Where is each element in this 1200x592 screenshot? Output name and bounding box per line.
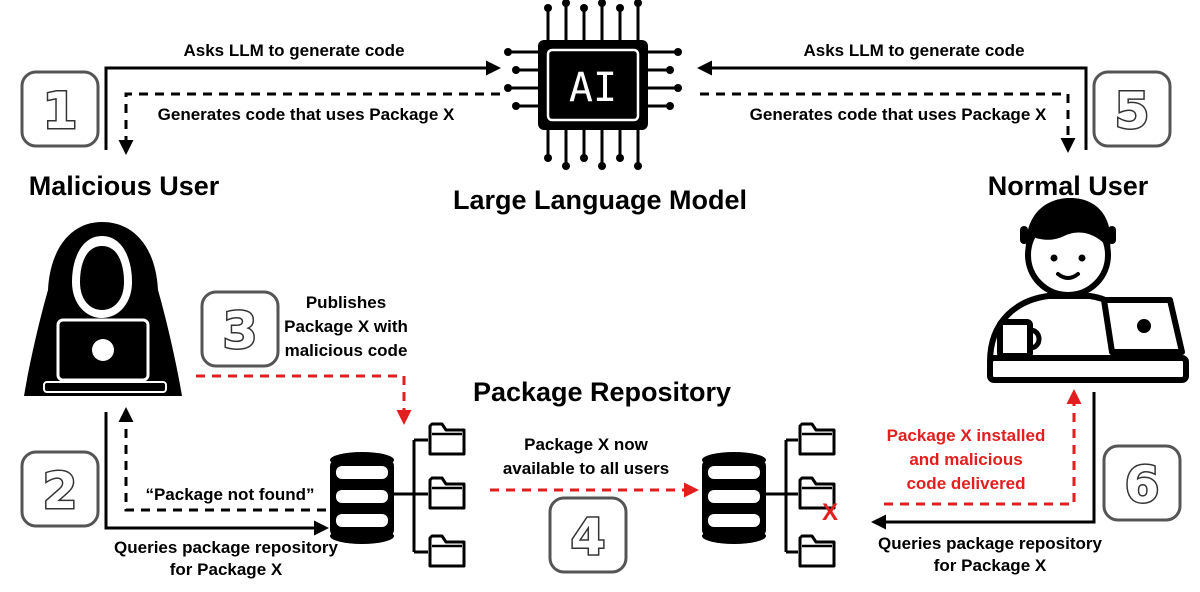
label-query-left-line1: Queries package repository: [114, 538, 338, 557]
malicious-user-title: Malicious User: [29, 171, 220, 201]
arrow-publish: [196, 374, 412, 425]
folder-icon: [428, 422, 466, 456]
folder-icon: [798, 534, 836, 568]
normal-user-title: Normal User: [988, 171, 1149, 201]
repository-title: Package Repository: [473, 377, 731, 407]
label-installed-line2: and malicious: [909, 450, 1022, 469]
label-query-right-line1: Queries package repository: [878, 534, 1102, 553]
label-available-line2: available to all users: [503, 459, 669, 478]
folder-icon: [798, 422, 836, 456]
step-number: 4: [571, 508, 606, 566]
arrow-generates-right: [700, 92, 1076, 153]
label-not-found: “Package not found”: [145, 485, 314, 504]
hacker-icon: [24, 222, 182, 396]
arrow-query-right: [871, 392, 1096, 530]
label-installed-line3: code delivered: [906, 474, 1025, 493]
step-box-5: 5: [1092, 70, 1172, 148]
folder-icon: [428, 476, 466, 510]
repository-db-icon-right: [702, 452, 766, 544]
llm-title: Large Language Model: [453, 185, 747, 215]
arrow-ask-llm-left: [104, 60, 501, 150]
step-box-4: 4: [548, 496, 628, 574]
step-number: 6: [1125, 456, 1160, 514]
step-number: 2: [43, 462, 78, 520]
step-number: 1: [43, 82, 78, 140]
label-generates-right: Generates code that uses Package X: [750, 105, 1047, 124]
label-query-right-line2: for Package X: [934, 556, 1047, 575]
repository-db-icon-left: [330, 452, 394, 544]
folder-icon: [428, 534, 466, 568]
label-ask-llm-left: Asks LLM to generate code: [183, 41, 404, 60]
step-box-2: 2: [20, 450, 100, 528]
step-box-3: 3: [200, 290, 280, 368]
arrow-not-found: [118, 407, 326, 512]
label-installed-line1: Package X installed: [887, 426, 1046, 445]
infected-mark: X: [822, 499, 838, 526]
arrow-query-left: [104, 412, 329, 536]
label-ask-llm-right: Asks LLM to generate code: [803, 41, 1024, 60]
ai-chip-text: AI: [569, 65, 617, 111]
label-publish-line1: Publishes: [306, 293, 386, 312]
step-box-1: 1: [20, 70, 100, 148]
label-query-left-line2: for Package X: [170, 560, 283, 579]
repository-tree-right: [766, 438, 798, 554]
label-publish-line3: malicious code: [285, 341, 408, 360]
step-number: 5: [1115, 82, 1150, 140]
step-number: 3: [223, 302, 258, 360]
arrow-generates-left: [118, 92, 500, 155]
repository-tree-left: [394, 438, 428, 554]
arrow-installed: [884, 389, 1082, 506]
label-available-line1: Package X now: [524, 435, 649, 454]
normal-user-icon: [987, 198, 1189, 383]
label-publish-line2: Package X with: [284, 317, 408, 336]
label-generates-left: Generates code that uses Package X: [158, 105, 455, 124]
arrow-ask-llm-right: [697, 60, 1088, 150]
step-box-6: 6: [1102, 444, 1182, 522]
ai-chip-icon: AI: [504, 0, 682, 170]
